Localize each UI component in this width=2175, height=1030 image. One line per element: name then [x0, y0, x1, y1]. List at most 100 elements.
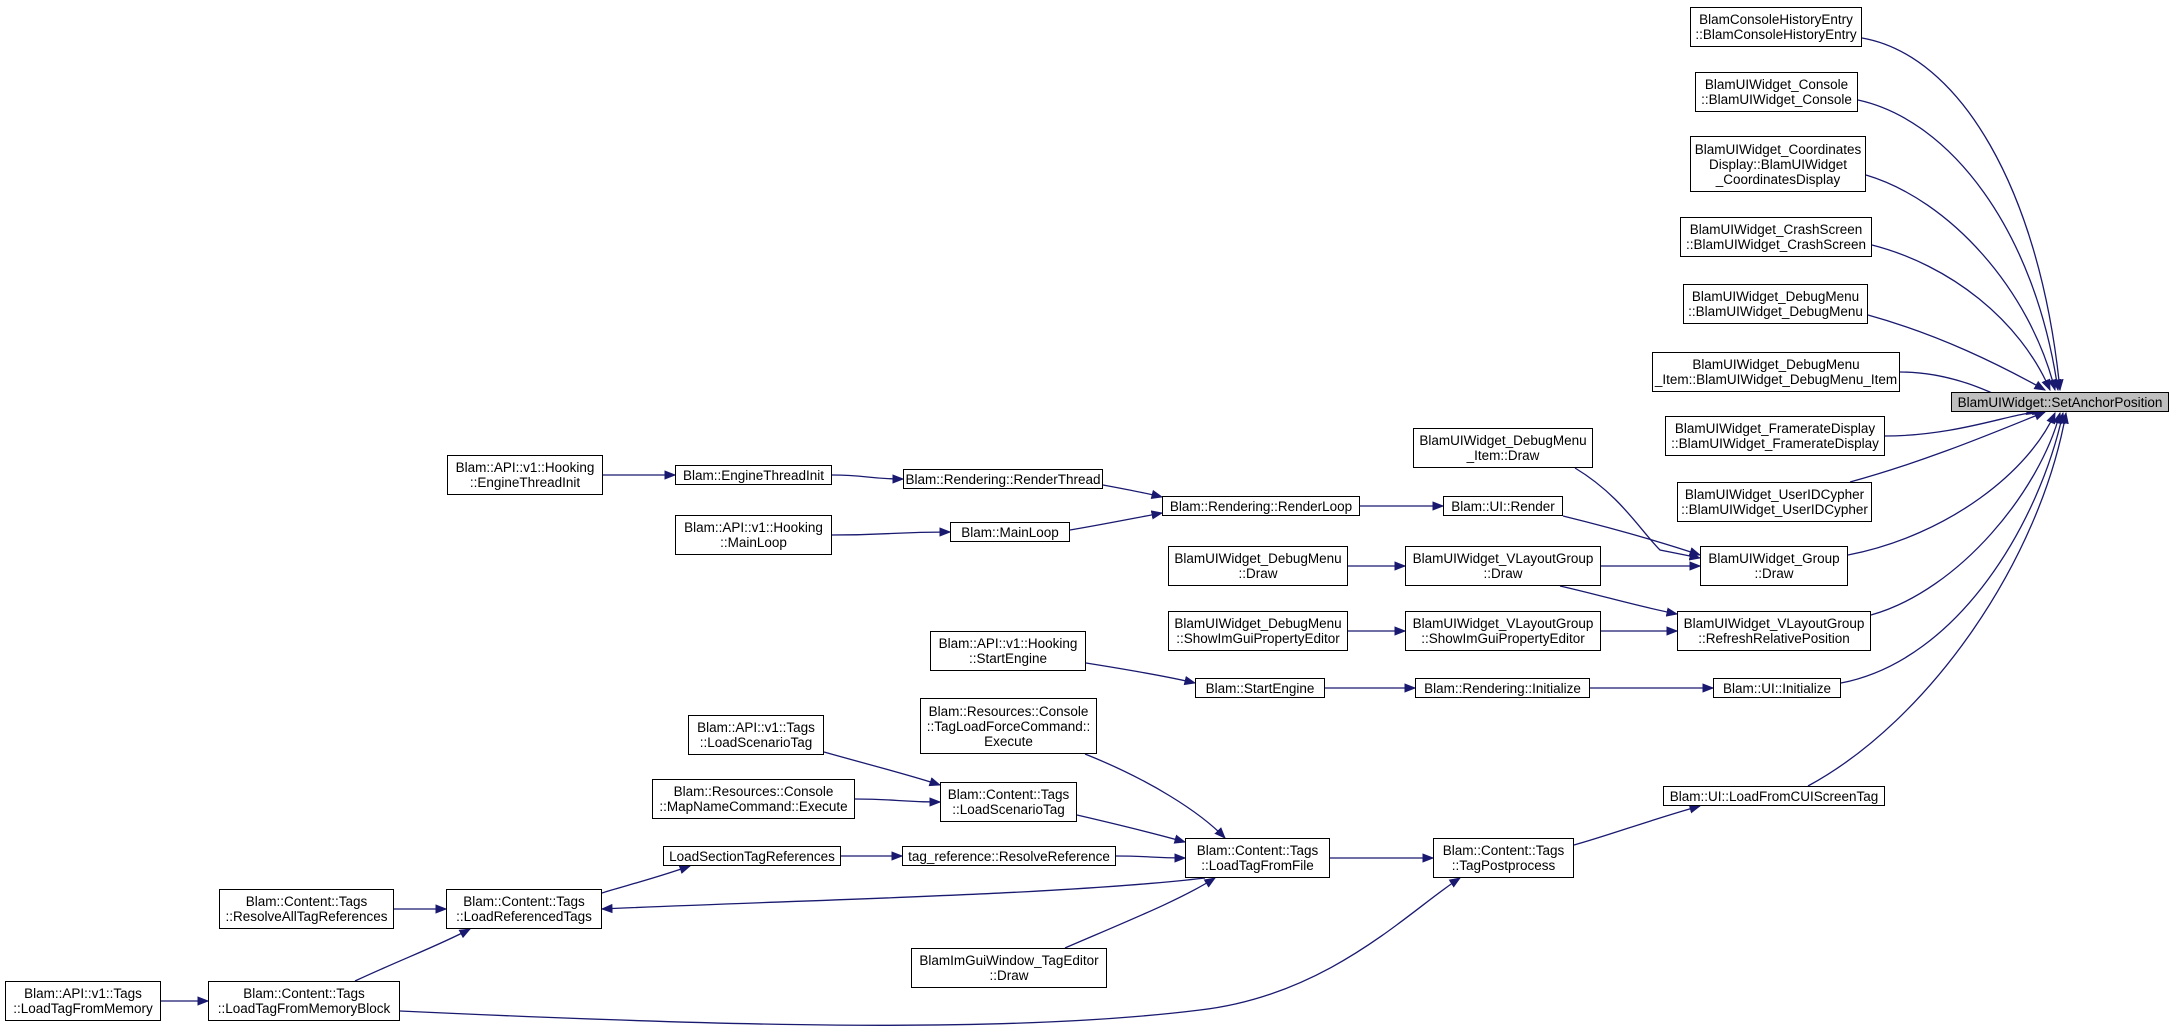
node-apimainloop[interactable]: Blam::API::v1::Hooking::MainLoop: [675, 515, 832, 555]
node-label-line: Blam::Content::Tags: [1442, 843, 1565, 858]
node-loadsection[interactable]: LoadSectionTagReferences: [663, 846, 841, 866]
node-label-line: ::LoadScenarioTag: [699, 735, 813, 750]
node-label-line: BlamUIWidget_DebugMenu: [1692, 357, 1860, 372]
node-consolehist[interactable]: BlamConsoleHistoryEntry::BlamConsoleHist…: [1690, 7, 1862, 47]
node-label-line: Blam::API::v1::Tags: [697, 720, 815, 735]
node-apistartengine[interactable]: Blam::API::v1::Hooking::StartEngine: [930, 631, 1086, 671]
edge-loadscenario-to-loadtagfile: [1076, 814, 1187, 844]
edge-renderthread-to-renderloop: [1102, 484, 1164, 499]
node-resolveref[interactable]: tag_reference::ResolveReference: [902, 846, 1116, 866]
node-label-line: ::RefreshRelativePosition: [1698, 631, 1850, 646]
edge-vlgdraw-to-refreshrel: [1559, 585, 1679, 617]
node-label-line: ::Draw: [1238, 566, 1278, 581]
edge-apimainloop-to-mainloop: [831, 527, 952, 537]
edge-tagpost-to-loadcui: [1573, 804, 1702, 846]
node-label-line: ::LoadReferencedTags: [456, 909, 592, 924]
node-debugmenu[interactable]: BlamUIWidget_DebugMenu::BlamUIWidget_Deb…: [1683, 284, 1868, 324]
node-dmshow[interactable]: BlamUIWidget_DebugMenu::ShowImGuiPropert…: [1168, 611, 1348, 651]
node-label-line: Blam::API::v1::Hooking: [455, 460, 595, 475]
node-label-line: Blam::Content::Tags: [463, 894, 585, 909]
node-refreshrel[interactable]: BlamUIWidget_VLayoutGroup::RefreshRelati…: [1677, 611, 1871, 651]
edge-mapname-to-loadscenario: [854, 797, 942, 807]
node-dmitem[interactable]: BlamUIWidget_DebugMenu_Item::BlamUIWidge…: [1652, 352, 1900, 392]
node-loadreferenced[interactable]: Blam::Content::Tags::LoadReferencedTags: [446, 889, 602, 929]
node-resolveall[interactable]: Blam::Content::Tags::ResolveAllTagRefere…: [219, 889, 394, 929]
node-label-line: BlamUIWidget_Coordinates: [1694, 141, 1862, 157]
node-dmdraw[interactable]: BlamUIWidget_DebugMenu::Draw: [1168, 546, 1348, 586]
node-loadtagmemblock[interactable]: Blam::Content::Tags::LoadTagFromMemoryBl…: [208, 981, 400, 1021]
node-label-line: Blam::Resources::Console: [928, 703, 1089, 719]
node-apiloadscenario[interactable]: Blam::API::v1::Tags::LoadScenarioTag: [688, 715, 824, 755]
node-label-line: ::TagLoadForceCommand::: [926, 718, 1091, 734]
node-label-line: ::BlamConsoleHistoryEntry: [1695, 27, 1857, 42]
node-console[interactable]: BlamUIWidget_Console::BlamUIWidget_Conso…: [1695, 72, 1858, 112]
node-label-line: Blam::API::v1::Hooking: [938, 636, 1078, 651]
node-uirender[interactable]: Blam::UI::Render: [1443, 496, 1563, 516]
node-label-line: Blam::Content::Tags: [243, 986, 365, 1001]
node-label-line: BlamImGuiWindow_TagEditor: [919, 953, 1099, 968]
node-enginethreadinit[interactable]: Blam::EngineThreadInit: [675, 465, 832, 485]
node-label-line: Blam::API::v1::Hooking: [684, 520, 823, 535]
edge-loadtagmemblock-to-tagpost: [399, 877, 1461, 1026]
edge-mainloop-to-renderloop: [1069, 510, 1164, 531]
node-label-line: Blam::Rendering::Initialize: [1424, 680, 1581, 696]
edge-debugmenu-to-setanchor: [1867, 314, 2047, 391]
node-loadcui[interactable]: Blam::UI::LoadFromCUIScreenTag: [1663, 786, 1885, 806]
node-renderinit[interactable]: Blam::Rendering::Initialize: [1415, 678, 1590, 698]
node-apiloadtagmem[interactable]: Blam::API::v1::Tags::LoadTagFromMemory: [5, 981, 161, 1021]
node-userid[interactable]: BlamUIWidget_UserIDCypher::BlamUIWidget_…: [1677, 482, 1872, 522]
node-dmitemdraw[interactable]: BlamUIWidget_DebugMenu_Item::Draw: [1413, 428, 1593, 468]
node-framerate[interactable]: BlamUIWidget_FramerateDisplay::BlamUIWid…: [1665, 416, 1885, 456]
edge-imguitageditor-to-loadtagfile: [1064, 877, 1216, 949]
node-groupdraw[interactable]: BlamUIWidget_Group::Draw: [1700, 546, 1848, 586]
node-label-line: ::MainLoop: [720, 535, 787, 550]
node-label-line: Execute: [984, 733, 1033, 749]
node-label-line: ::LoadTagFromFile: [1201, 858, 1314, 873]
node-label-line: BlamUIWidget_Console: [1704, 77, 1849, 92]
node-label-line: BlamUIWidget_DebugMenu: [1419, 433, 1587, 448]
node-renderloop[interactable]: Blam::Rendering::RenderLoop: [1162, 496, 1360, 516]
edge-refreshrel-to-setanchor: [1870, 411, 2062, 616]
edge-apistartengine-to-startengine: [1085, 662, 1197, 686]
node-apienginethreadinit[interactable]: Blam::API::v1::Hooking::EngineThreadInit: [447, 455, 603, 495]
node-label-line: BlamUIWidget_DebugMenu: [1174, 551, 1342, 566]
node-crash[interactable]: BlamUIWidget_CrashScreen::BlamUIWidget_C…: [1680, 217, 1872, 257]
node-label-line: ::LoadScenarioTag: [952, 802, 1065, 817]
node-label-line: ::Draw: [1754, 566, 1794, 581]
node-label-line: ::ResolveAllTagReferences: [225, 909, 388, 924]
node-label-line: Blam::StartEngine: [1205, 680, 1315, 696]
node-label-line: _Item::BlamUIWidget_DebugMenu_Item: [1654, 372, 1898, 387]
edge-framerate-to-setanchor: [1884, 405, 2045, 437]
node-vlgdraw[interactable]: BlamUIWidget_VLayoutGroup::Draw: [1405, 546, 1601, 586]
edge-userid-to-setanchor: [1849, 411, 2047, 483]
node-label-line: Blam::UI::LoadFromCUIScreenTag: [1669, 788, 1879, 804]
node-label-line: BlamUIWidget_UserIDCypher: [1684, 487, 1865, 502]
node-label-line: _Item::Draw: [1466, 448, 1540, 463]
node-label-line: Blam::EngineThreadInit: [682, 467, 825, 483]
focus-node-setanchor: BlamUIWidget::SetAnchorPosition: [1951, 392, 2169, 412]
edge-console-to-setanchor: [1857, 99, 2062, 392]
node-loadtagfile[interactable]: Blam::Content::Tags::LoadTagFromFile: [1185, 838, 1330, 878]
node-label-line: Blam::Content::Tags: [245, 894, 368, 909]
node-label-line: ::EngineThreadInit: [469, 475, 581, 490]
node-label-line: ::BlamUIWidget_DebugMenu: [1688, 304, 1863, 319]
node-mainloop[interactable]: Blam::MainLoop: [950, 522, 1070, 542]
node-mapname[interactable]: Blam::Resources::Console::MapNameCommand…: [652, 779, 855, 819]
node-renderthread[interactable]: Blam::Rendering::RenderThread: [903, 469, 1103, 489]
node-startengine[interactable]: Blam::StartEngine: [1195, 678, 1325, 698]
node-loadscenario[interactable]: Blam::Content::Tags::LoadScenarioTag: [940, 782, 1077, 822]
edge-loadcui-to-setanchor: [1807, 411, 2069, 787]
node-uiinit[interactable]: Blam::UI::Initialize: [1713, 678, 1841, 698]
node-tagloadforce[interactable]: Blam::Resources::Console::TagLoadForceCo…: [920, 698, 1097, 754]
node-imguitageditor[interactable]: BlamImGuiWindow_TagEditor::Draw: [911, 948, 1107, 988]
edge-enginethreadinit-to-renderthread: [831, 474, 905, 484]
node-tagpost[interactable]: Blam::Content::Tags::TagPostprocess: [1433, 838, 1574, 878]
node-vlgshow[interactable]: BlamUIWidget_VLayoutGroup::ShowImGuiProp…: [1405, 611, 1601, 651]
node-label-line: ::Draw: [989, 968, 1029, 983]
node-label-line: Blam::UI::Initialize: [1722, 680, 1832, 696]
node-label-line: ::LoadTagFromMemoryBlock: [217, 1001, 391, 1016]
node-label-line: LoadSectionTagReferences: [669, 848, 835, 864]
